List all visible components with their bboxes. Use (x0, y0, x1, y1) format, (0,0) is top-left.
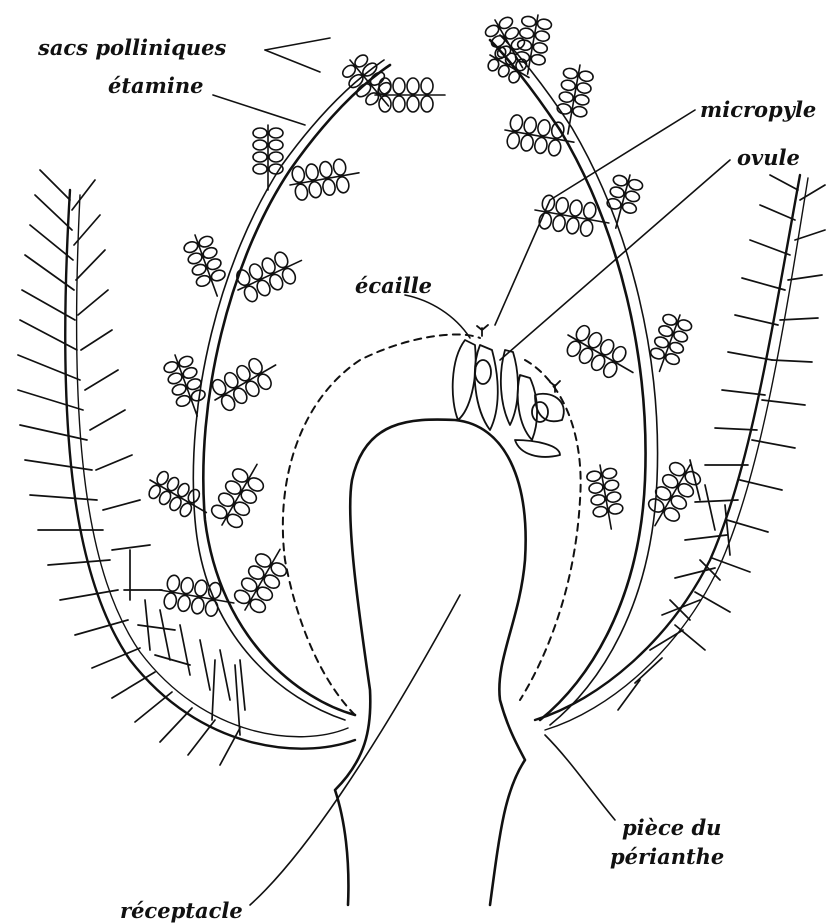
micropyle-mark (550, 381, 560, 392)
pollen-sac-cluster (207, 350, 285, 414)
pollen-sac-cluster (553, 62, 595, 136)
pollen-sac-cluster (532, 193, 612, 240)
right-perianth-spine (535, 175, 800, 720)
scale-shape (475, 345, 498, 430)
pollen-sac-cluster (502, 113, 577, 159)
ovule-shape (532, 402, 548, 422)
scale-shape (515, 440, 560, 457)
pollen-sac-cluster (513, 12, 553, 76)
scale-shape (535, 394, 564, 422)
label-ecaille: écaille (355, 273, 432, 298)
ovule-shape (475, 360, 491, 384)
pollen-sac-cluster (640, 457, 704, 535)
pollen-sac-cluster (231, 245, 309, 305)
right-perianth-barbs (618, 175, 825, 710)
right-perianth-spine-inner (545, 178, 808, 730)
pollen-sacs-left (143, 49, 446, 620)
pollen-sac-cluster (337, 49, 402, 117)
receptacle-shape (335, 420, 526, 905)
pollen-sac-cluster (287, 156, 362, 202)
dashed-outline-right (520, 360, 581, 700)
pollen-sac-cluster (253, 125, 283, 190)
label-piece-du: pièce du (622, 815, 721, 840)
leader-receptacle (250, 595, 460, 905)
leader-sacs-1 (265, 38, 330, 50)
dashed-outline (283, 334, 480, 715)
micropyle-mark (477, 325, 488, 336)
label-perianthe: périanthe (610, 844, 724, 869)
label-sacs-polliniques: sacs polliniques (37, 35, 227, 60)
scale-shape (453, 340, 476, 420)
pollen-sacs-right (482, 12, 705, 534)
pollen-sac-cluster (230, 541, 294, 619)
left-perianth-spine-inner (77, 195, 348, 737)
scale-shape (501, 350, 518, 425)
leader-etamine (213, 95, 305, 125)
label-receptacle: réceptacle (120, 898, 243, 923)
pollen-sac-cluster (161, 350, 211, 421)
scale-shape (518, 375, 537, 440)
leader-sacs-2 (265, 50, 320, 72)
label-micropyle: micropyle (700, 97, 816, 122)
ovule-scale-group (453, 325, 564, 457)
label-etamine: étamine (108, 73, 204, 98)
pollen-sac-cluster (207, 456, 271, 534)
left-perianth-barbs (18, 170, 245, 765)
leader-perianthe (545, 735, 615, 820)
left-stamen-stalk-inner (193, 60, 384, 720)
label-ovule: ovule (737, 145, 800, 170)
left-perianth-spine (65, 190, 355, 749)
pollen-sac-cluster (560, 320, 642, 387)
pollen-sac-cluster (585, 462, 626, 531)
pollen-sac-cluster (645, 310, 694, 377)
leader-ovule (500, 160, 730, 360)
leader-ecaille (405, 295, 470, 338)
right-stamen-stalk-inner (500, 35, 658, 725)
